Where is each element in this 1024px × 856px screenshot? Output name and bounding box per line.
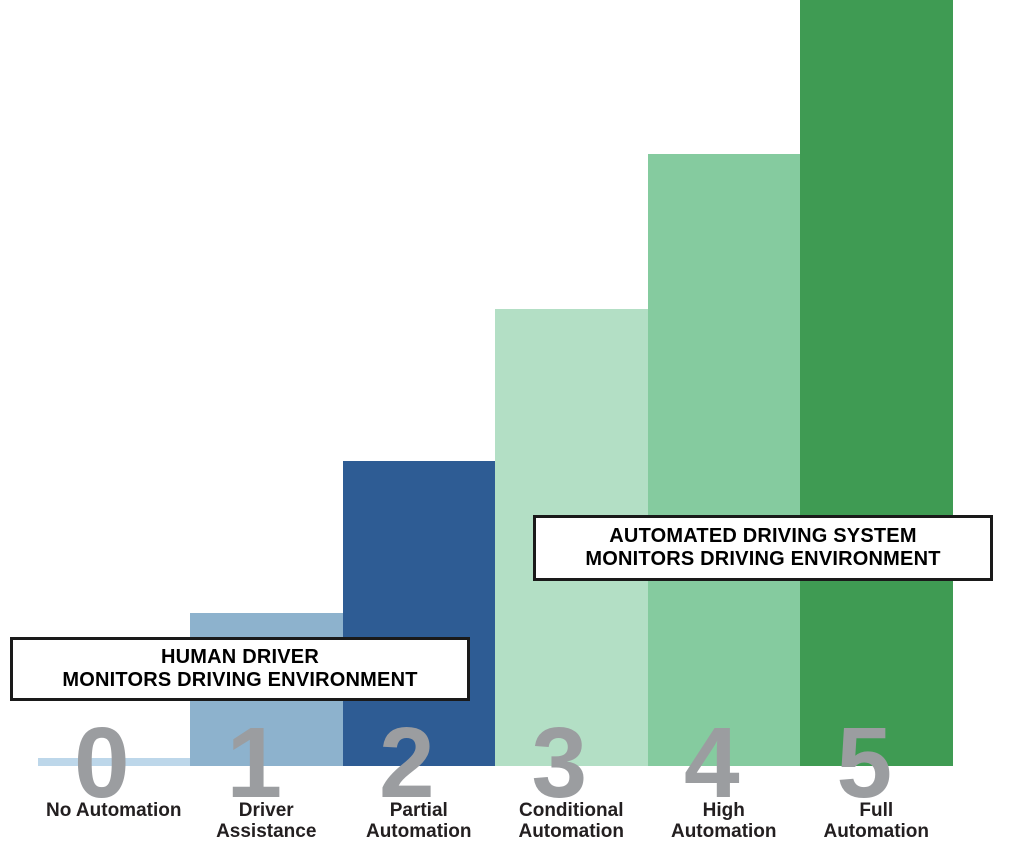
level-number-3: 3 (531, 707, 588, 819)
callout-human-line2: MONITORS DRIVING ENVIRONMENT (62, 669, 418, 691)
level-number-4: 4 (683, 707, 740, 819)
bar-level-5 (800, 0, 953, 766)
callout-automated-line2: MONITORS DRIVING ENVIRONMENT (585, 548, 941, 570)
level-number-1: 1 (226, 707, 283, 819)
level-number-5: 5 (836, 707, 893, 819)
callout-human-line1: HUMAN DRIVER (161, 646, 319, 668)
level-label-0: No Automation (46, 800, 182, 821)
bar-level-0 (37, 758, 190, 766)
callout-automated-line1: AUTOMATED DRIVING SYSTEM (609, 525, 917, 547)
level-number-2: 2 (378, 707, 435, 819)
level-number-0: 0 (73, 707, 130, 819)
callout-human-driver: HUMAN DRIVER MONITORS DRIVING ENVIRONMEN… (10, 637, 470, 701)
bar-level-2 (342, 461, 495, 766)
callout-automated-driving-system: AUTOMATED DRIVING SYSTEM MONITORS DRIVIN… (533, 515, 993, 581)
bar-level-4 (647, 154, 800, 766)
